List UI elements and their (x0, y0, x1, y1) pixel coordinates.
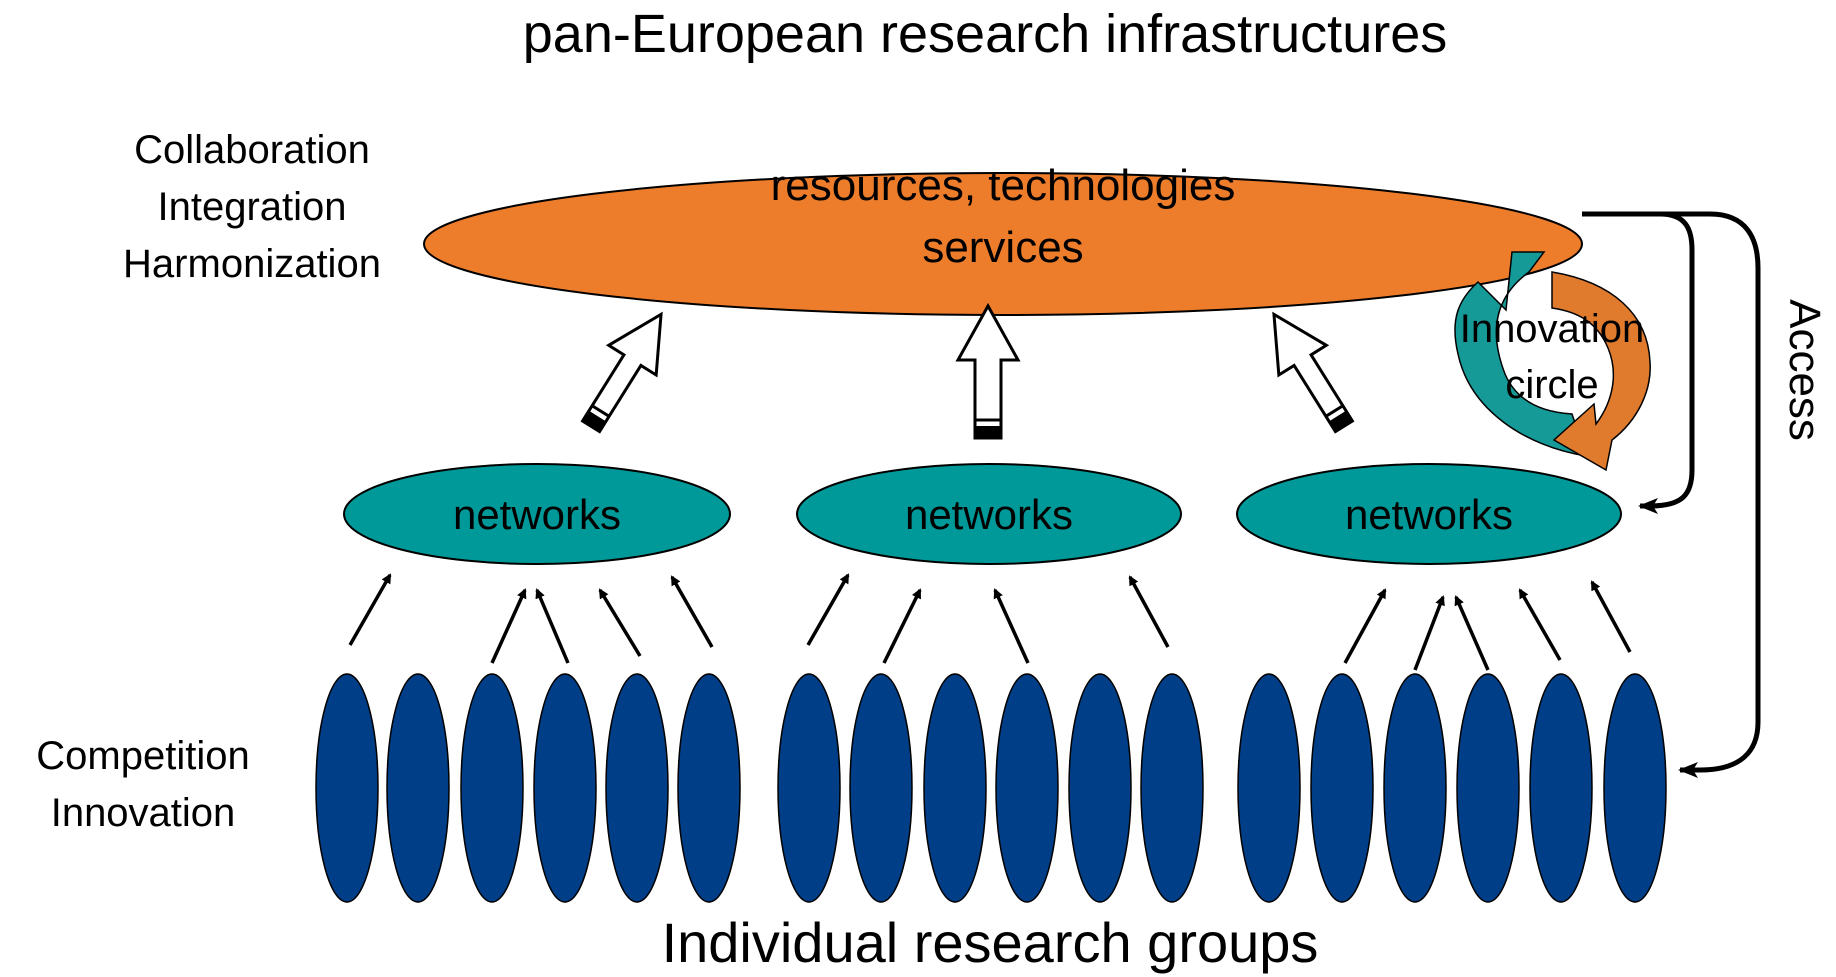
networks-ellipse-3 (1236, 463, 1622, 565)
research-group-ellipse (1456, 673, 1520, 903)
small-arrow (1518, 588, 1562, 661)
small-arrow (1343, 588, 1387, 664)
access-arrow-outer (1582, 211, 1761, 778)
networks-ellipse-2 (796, 463, 1182, 565)
research-group-ellipse (533, 673, 597, 903)
harmonization-label: Harmonization (123, 242, 381, 286)
big-arrow-center (955, 302, 1021, 440)
integration-label: Integration (157, 185, 346, 229)
resources-line2: services (922, 223, 1083, 272)
innovation-label: Innovation (51, 791, 236, 835)
research-group-ellipse (849, 673, 913, 903)
research-groups (315, 673, 1667, 903)
small-arrow (1590, 580, 1632, 653)
resources-ellipse (423, 172, 1583, 316)
research-group-ellipse (315, 673, 379, 903)
small-arrow (598, 588, 642, 657)
collaboration-label: Collaboration (134, 128, 370, 172)
competition-label: Competition (36, 734, 249, 778)
bottom-label: Individual research groups (662, 911, 1319, 974)
innovation-cycle-icon (1454, 251, 1651, 472)
research-group-ellipse (1603, 673, 1667, 903)
small-arrow (1454, 595, 1490, 671)
research-group-ellipse (1068, 673, 1132, 903)
small-arrow (1128, 575, 1170, 648)
networks-label-2: networks (905, 491, 1073, 538)
research-group-ellipse (1237, 673, 1301, 903)
diagram-title: pan-European research infrastructures (523, 4, 1448, 64)
research-group-ellipse (1310, 673, 1374, 903)
small-arrow (348, 573, 392, 646)
networks-label-3: networks (1345, 491, 1513, 538)
innovation-circle-line1: Innovation (1460, 307, 1645, 351)
small-arrow (535, 588, 570, 664)
research-group-ellipse (995, 673, 1059, 903)
big-arrow-right (1272, 311, 1355, 434)
small-arrow (490, 588, 527, 664)
networks-label-1: networks (453, 491, 621, 538)
small-arrow (1413, 595, 1445, 671)
research-group-ellipse (923, 673, 987, 903)
access-label: Access (1780, 299, 1829, 441)
research-group-ellipse (677, 673, 741, 903)
big-arrow-left (580, 311, 663, 434)
resources-line1: resources, technologies (771, 161, 1236, 210)
access-arrow-inner (1582, 211, 1695, 514)
research-group-ellipse (1383, 673, 1447, 903)
group-to-network-arrows (348, 573, 1632, 671)
small-arrow (806, 573, 850, 646)
research-group-ellipse (1529, 673, 1593, 903)
research-group-ellipse (777, 673, 841, 903)
small-arrow (993, 588, 1030, 664)
small-arrow (882, 588, 922, 664)
research-group-ellipse (1140, 673, 1204, 903)
research-group-ellipse (605, 673, 669, 903)
research-group-ellipse (460, 673, 524, 903)
networks-ellipse-1 (343, 463, 731, 565)
research-group-ellipse (386, 673, 450, 903)
small-arrow (670, 575, 714, 648)
innovation-circle-line2: circle (1505, 363, 1598, 407)
